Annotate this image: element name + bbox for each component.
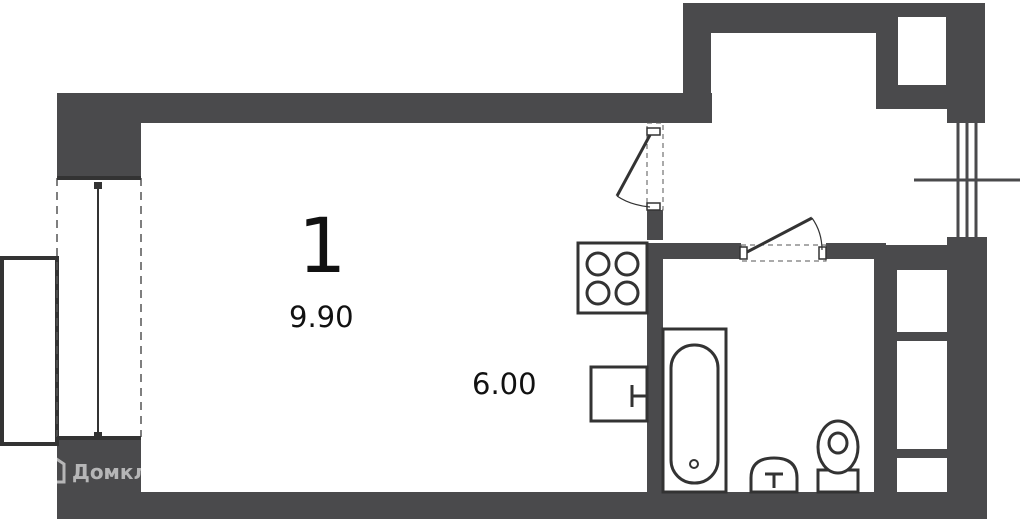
balcony-hinge-top [94,182,102,189]
balcony-outline [0,256,59,446]
tub-drain [689,459,699,469]
stove-body [576,241,649,315]
tub-inner [669,343,720,485]
sink-body [589,365,649,423]
right-window [914,123,1020,237]
left-upper-pier [57,93,141,178]
toilet [816,419,860,494]
burner-1 [585,251,611,277]
bottom-wall [57,492,987,519]
watermark-text: Домклик [72,459,176,484]
bath-top-wall-right [826,243,886,259]
stove [576,241,649,315]
bath-door-arc [811,217,823,251]
bathtub [661,327,728,494]
bath-door [739,216,827,262]
balcony-top-edge [57,176,141,180]
room-door [615,122,664,211]
balcony [0,176,142,446]
balcony-hinge-bottom [94,432,102,439]
burner-3 [585,280,611,306]
kitchen-bath-partition [647,243,663,519]
bath-door-leaf [746,216,813,254]
closet-1 [897,270,947,332]
shaft-inner [898,17,946,85]
closet-2 [897,341,947,449]
right-wall-top [947,3,985,123]
bath-door-hinge-left [739,246,748,260]
burner-4 [614,280,640,306]
door-hinge-top [646,127,661,136]
watermark: Домклик [38,454,176,489]
toilet-seat [827,431,849,455]
bath-top-wall-left [647,243,741,259]
kitchen-sink [589,365,649,423]
room-hall-partition [647,210,663,240]
balcony-bottom-edge [57,436,141,440]
left-bottom-block [57,437,141,519]
bath-sink [749,456,799,494]
door-leaf [615,134,652,197]
kitchen-area: 6.00 [472,367,537,401]
room-number: 1 [298,201,347,290]
closet-3 [897,458,947,492]
domclick-logo-icon [38,454,66,489]
burner-2 [614,251,640,277]
room-area: 9.90 [289,300,354,334]
door-swing-arc [616,195,651,208]
top-wall [57,93,712,123]
